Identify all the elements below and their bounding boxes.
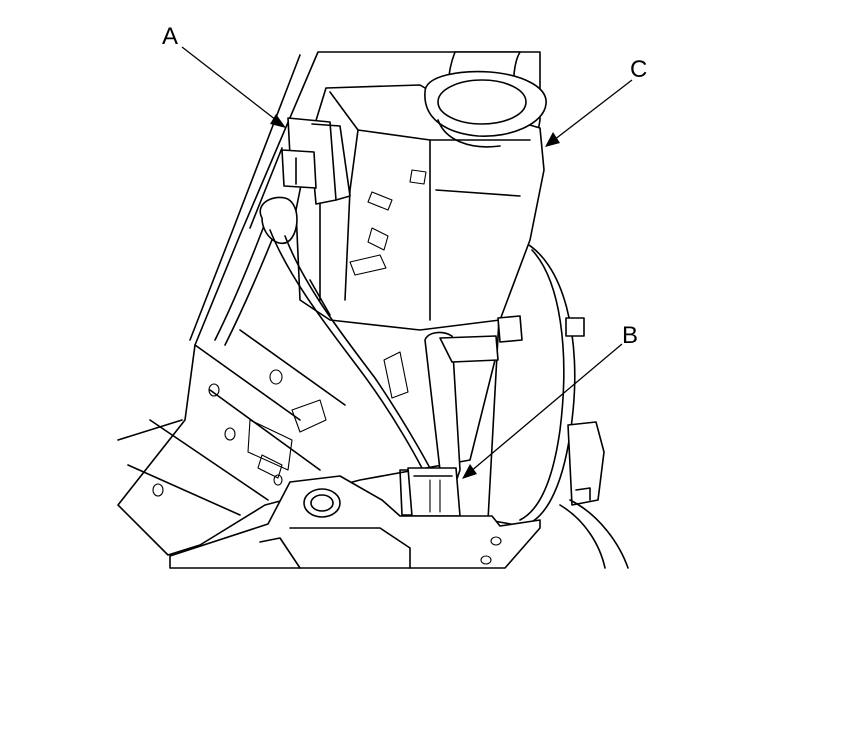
lower-bracket — [383, 315, 523, 517]
callout-c-label: C — [630, 56, 647, 83]
callout-a-label: A — [162, 23, 178, 50]
cable-reel-housing — [487, 239, 629, 569]
callout-c: C — [545, 56, 647, 147]
mounting-plate — [169, 475, 541, 569]
steering-shaft-tube — [424, 51, 547, 148]
wiring-harness — [214, 196, 457, 516]
callout-b: B — [462, 322, 638, 479]
callout-a: A — [162, 23, 286, 128]
callout-b-label: B — [622, 322, 638, 349]
connector-a — [281, 117, 351, 205]
